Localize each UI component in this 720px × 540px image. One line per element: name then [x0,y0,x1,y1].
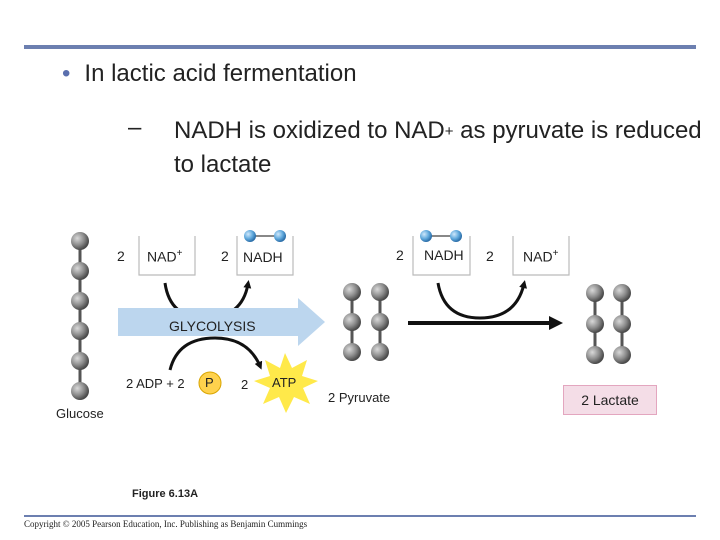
lactate-label: 2 Lactate [581,392,639,408]
left-nad-plus: + [176,248,183,259]
nad-box-left [138,236,196,276]
right-nadh-coefficient: 2 [396,247,404,263]
nadh-oxidation-arrow [436,280,527,320]
figure-caption: Figure 6.13A [132,488,199,500]
sub-text-part-2: as pyruvate is reduced to lactate [174,117,702,178]
lactate-label-box: 2 Lactate [563,385,657,415]
pyruvate-label: 2 Pyruvate [328,390,391,405]
atp-coefficient: 2 [241,377,249,392]
phosphate-circle [198,371,222,395]
pyruvate-molecule-1 [343,283,361,361]
left-nad-label: NAD+ [147,248,182,265]
bullet-dot-icon: • [62,60,71,87]
top-rule [24,45,696,49]
glucose-molecule [71,232,89,400]
atp-starburst [254,353,318,413]
lactate-molecule-1 [586,284,604,364]
bullet-point: • In lactic acid fermentation [62,60,357,88]
glucose-label: Glucose [56,406,104,421]
right-nadh-label: NADH [424,247,464,263]
adp-label: 2 ADP + 2 [126,376,185,391]
nadh-box-left [236,230,294,276]
nad-box-right [512,236,570,276]
atp-label: ATP [272,375,297,390]
left-nadh-label: NADH [243,249,283,265]
phosphate-label: P [205,375,214,390]
sub-bullet-dash: – [128,114,142,141]
right-nad-plus: + [552,248,559,259]
left-nad-coefficient: 2 [117,248,125,264]
bullet-text: In lactic acid fermentation [84,60,357,87]
pyruvate-molecule-2 [371,283,389,361]
atp-formation-arrow [168,336,263,371]
sub-text-part-1: NADH is oxidized to NAD [174,117,445,144]
left-nad-text: NAD [147,248,177,265]
bottom-rule [24,515,696,517]
glycolysis-arrow [118,298,325,346]
right-nad-text: NAD [523,248,553,265]
right-nad-coefficient: 2 [486,248,494,264]
glycolysis-label: GLYCOLYSIS [169,318,256,334]
left-nadh-coefficient: 2 [221,248,229,264]
right-nad-label: NAD+ [523,248,558,265]
copyright-notice: Copyright © 2005 Pearson Education, Inc.… [24,519,308,529]
lactate-molecule-2 [613,284,631,364]
sub-bullet-text: NADH is oxidized to NAD+ as pyruvate is … [174,114,704,182]
nadh-box-right [412,230,471,276]
sub-text-plus: + [444,123,454,140]
